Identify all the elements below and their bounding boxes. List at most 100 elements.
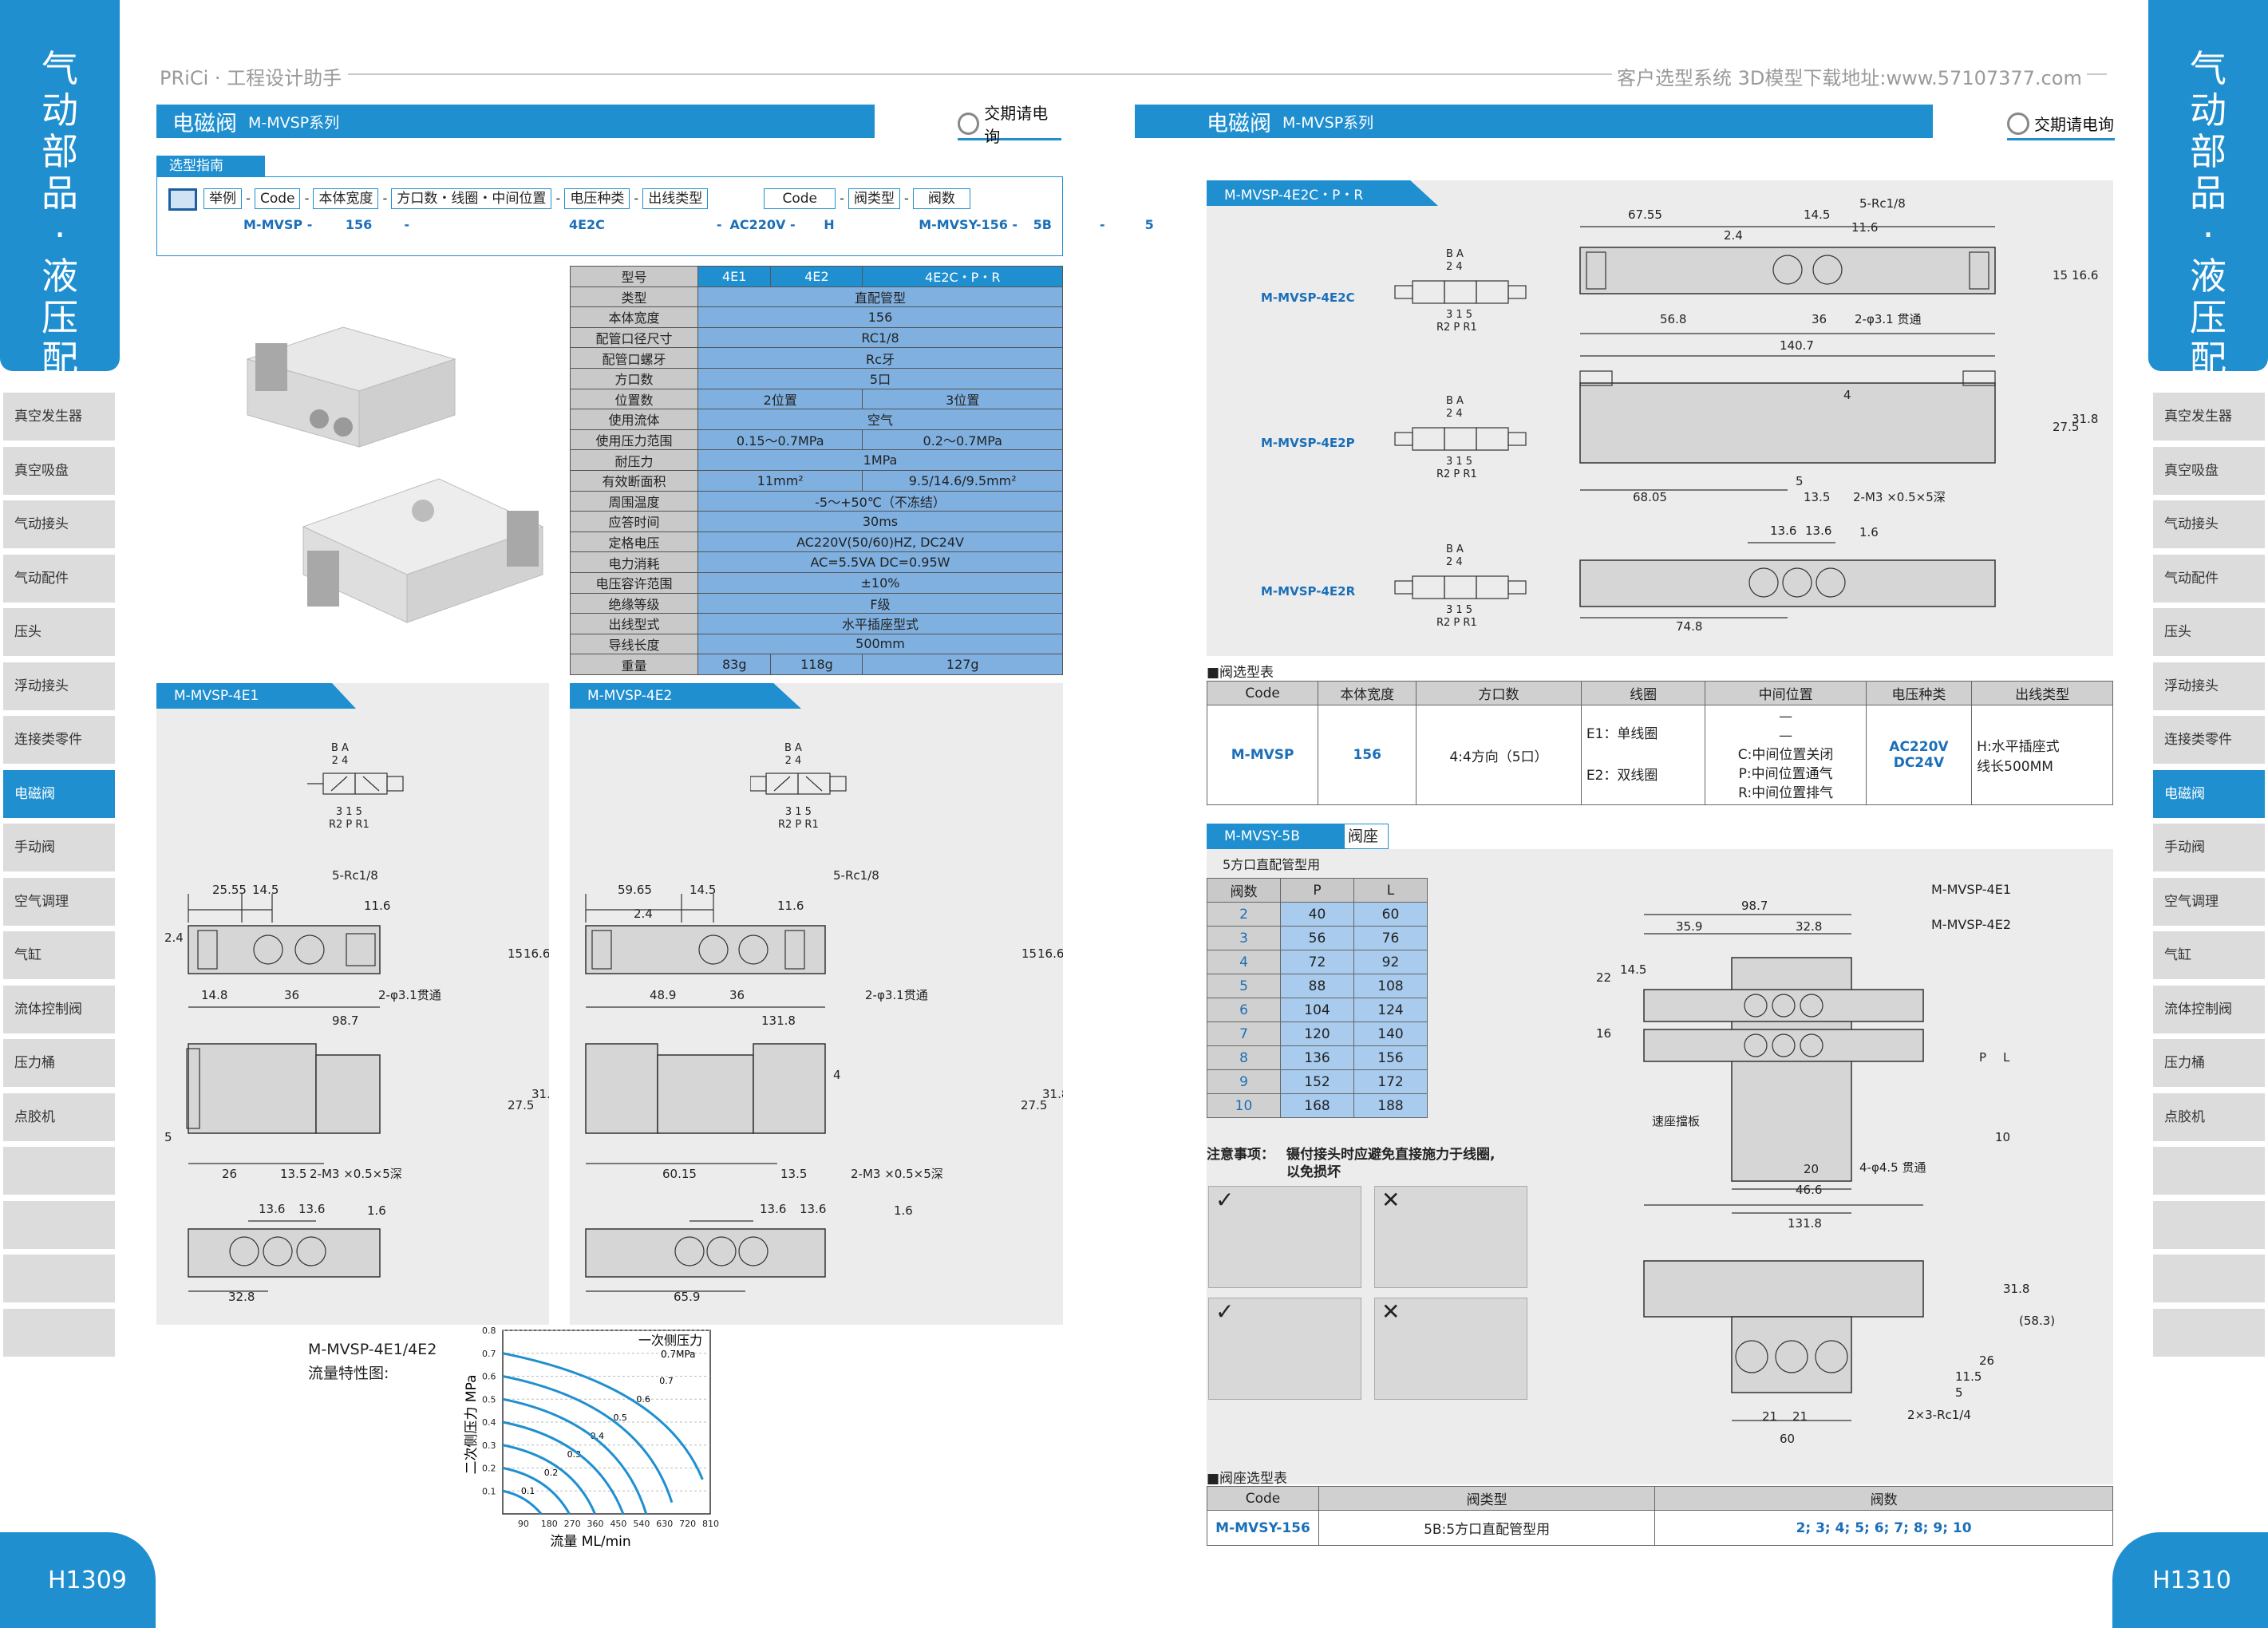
svg-text:B A: B A xyxy=(1446,395,1464,407)
svg-text:B A: B A xyxy=(1446,248,1464,260)
svg-text:21: 21 xyxy=(1792,1409,1808,1424)
sidebar-item-vacuum-cup[interactable]: 真空吸盘 xyxy=(3,446,115,495)
svg-text:131.8: 131.8 xyxy=(761,1014,796,1028)
svg-text:68.05: 68.05 xyxy=(1633,490,1667,504)
flow-chart: 0.10.20.30.40.50.60.7 0.10.20.30.40.50.6… xyxy=(464,1326,719,1550)
svg-text:56.8: 56.8 xyxy=(1660,312,1686,326)
sidebar-item-vacuum-cup[interactable]: 真空吸盘 xyxy=(2153,446,2265,495)
sidebar-item-vacuum-generator[interactable]: 真空发生器 xyxy=(2153,393,2265,441)
sidebar-item-press[interactable]: 压头 xyxy=(2153,608,2265,656)
svg-text:131.8: 131.8 xyxy=(1788,1216,1822,1231)
svg-text:2 4: 2 4 xyxy=(1446,408,1463,420)
svg-text:32.8: 32.8 xyxy=(1796,919,1822,934)
svg-text:13.6: 13.6 xyxy=(298,1202,325,1216)
svg-text:46.6: 46.6 xyxy=(1796,1183,1822,1197)
sidebar-item-press[interactable]: 压头 xyxy=(3,608,115,656)
sidebar-item-air-prep[interactable]: 空气调理 xyxy=(2153,877,2265,926)
svg-text:31.8: 31.8 xyxy=(531,1087,549,1101)
svg-text:3 1 5: 3 1 5 xyxy=(1446,604,1472,616)
svg-text:74.8: 74.8 xyxy=(1676,619,1702,634)
sidebar-item-vacuum-generator[interactable]: 真空发生器 xyxy=(3,393,115,441)
svg-text:(58.3): (58.3) xyxy=(2019,1314,2055,1328)
svg-text:26: 26 xyxy=(222,1167,237,1181)
svg-text:16.6: 16.6 xyxy=(2072,268,2098,283)
svg-text:35.9: 35.9 xyxy=(1676,919,1702,934)
flow-curve xyxy=(502,1397,648,1515)
page-number-left: H1309 xyxy=(0,1532,156,1628)
sidebar-left: 真空发生器 真空吸盘 气动接头 气动配件 压头 浮动接头 连接类零件 电磁阀 手… xyxy=(3,393,115,1362)
sidebar-item-fluid-valve[interactable]: 流体控制阀 xyxy=(3,985,115,1033)
sidebar-item-air-prep[interactable]: 空气调理 xyxy=(3,877,115,926)
svg-text:59.65: 59.65 xyxy=(618,883,652,897)
svg-text:速座擋板: 速座擋板 xyxy=(1652,1114,1700,1128)
svg-text:36: 36 xyxy=(1812,312,1827,326)
pneumatic-symbols-3pos: B A2 4 3 1 5R2 P R1 B A2 4 3 1 5R2 P R1 … xyxy=(1394,248,1527,629)
y-tick-label: 0.1 xyxy=(482,1486,496,1496)
sidebar-item-manual-valve[interactable]: 手动阀 xyxy=(3,824,115,871)
svg-text:5: 5 xyxy=(1955,1385,1963,1400)
sidebar-item-dispenser[interactable]: 点胶机 xyxy=(3,1093,115,1141)
page-number-right: H1310 xyxy=(2112,1532,2268,1628)
flow-chart-ylabel: 二次侧压力 MPa xyxy=(464,1375,480,1475)
svg-text:14.5: 14.5 xyxy=(252,883,279,897)
panel-title-4e2: M-MVSP-4E2 xyxy=(570,683,801,709)
svg-text:13.5: 13.5 xyxy=(1804,490,1830,504)
svg-text:5-Rc1/8: 5-Rc1/8 xyxy=(833,870,879,883)
svg-text:65.9: 65.9 xyxy=(674,1290,700,1304)
svg-text:2×3-Rc1/4: 2×3-Rc1/4 xyxy=(1907,1408,1971,1422)
flow-chart-label2: 流量特性图: xyxy=(308,1365,389,1382)
svg-text:31.8: 31.8 xyxy=(2003,1282,2029,1296)
sidebar-item-manual-valve[interactable]: 手动阀 xyxy=(2153,824,2265,871)
sidebar-item-fitting[interactable]: 气动接头 xyxy=(3,500,115,548)
note-photo-correct-2: ✓ xyxy=(1208,1298,1361,1400)
svg-text:5-Rc1/8: 5-Rc1/8 xyxy=(332,870,378,883)
sidebar-item-fluid-valve[interactable]: 流体控制阀 xyxy=(2153,985,2265,1033)
svg-text:14.5: 14.5 xyxy=(1804,207,1830,222)
svg-text:48.9: 48.9 xyxy=(650,988,676,1002)
svg-text:98.7: 98.7 xyxy=(1741,899,1768,913)
sidebar-item-connector[interactable]: 连接类零件 xyxy=(2153,716,2265,764)
sidebar-item-pressure-tank[interactable]: 压力桶 xyxy=(2153,1039,2265,1087)
svg-text:14.5: 14.5 xyxy=(689,883,716,897)
phone-icon xyxy=(958,112,980,135)
sidebar-item-dispenser[interactable]: 点胶机 xyxy=(2153,1093,2265,1141)
y-tick-label: 0.4 xyxy=(482,1417,496,1428)
curve-label: 0.2 xyxy=(544,1468,559,1478)
flow-chart-xlabel: 流量 ML/min xyxy=(550,1534,630,1550)
header-left-text: PRiCi · 工程设计助手 xyxy=(160,62,349,90)
sidebar-item-solenoid[interactable]: 电磁阀 xyxy=(3,769,115,818)
sidebar-item-cylinder[interactable]: 气缸 xyxy=(3,931,115,979)
y-tick-label: 0.2 xyxy=(482,1464,496,1474)
sidebar-item-solenoid[interactable]: 电磁阀 xyxy=(2153,769,2265,818)
flow-chart-label1: M-MVSP-4E1/4E2 xyxy=(308,1341,437,1358)
curve-label: 0.6 xyxy=(636,1394,650,1405)
svg-text:2-φ3.1贯通: 2-φ3.1贯通 xyxy=(378,988,441,1002)
sidebar-item-cylinder[interactable]: 气缸 xyxy=(2153,931,2265,979)
sidebar-item-floating-joint[interactable]: 浮动接头 xyxy=(2153,662,2265,710)
delivery-badge-right: 交期请电询 xyxy=(2007,109,2115,140)
sidebar-item-floating-joint[interactable]: 浮动接头 xyxy=(3,662,115,710)
x-tick-label: 360 xyxy=(587,1519,604,1529)
svg-text:4: 4 xyxy=(833,1068,841,1082)
svg-text:14.8: 14.8 xyxy=(201,988,227,1002)
sidebar-item-pressure-tank[interactable]: 压力桶 xyxy=(3,1039,115,1087)
svg-text:2-M3 ×0.5×5深: 2-M3 ×0.5×5深 xyxy=(851,1167,943,1181)
svg-text:R2 P R1: R2 P R1 xyxy=(1436,617,1477,629)
svg-text:2.4: 2.4 xyxy=(164,931,184,945)
panel-title-4e2cpr: M-MVSP-4E2C・P・R xyxy=(1207,180,1438,206)
sidebar-item-fitting[interactable]: 气动接头 xyxy=(2153,500,2265,548)
sidebar-item-accessory[interactable]: 气动配件 xyxy=(2153,554,2265,603)
flow-curve xyxy=(502,1421,625,1515)
sidebar-right: 真空发生器 真空吸盘 气动接头 气动配件 压头 浮动接头 连接类零件 电磁阀 手… xyxy=(2153,393,2265,1362)
svg-text:L: L xyxy=(2003,1050,2010,1065)
sidebar-item-accessory[interactable]: 气动配件 xyxy=(3,554,115,603)
sidebar-item-connector[interactable]: 连接类零件 xyxy=(3,716,115,764)
svg-text:60.15: 60.15 xyxy=(662,1167,697,1181)
svg-text:13.6: 13.6 xyxy=(760,1202,786,1216)
x-tick-label: 90 xyxy=(518,1519,529,1529)
